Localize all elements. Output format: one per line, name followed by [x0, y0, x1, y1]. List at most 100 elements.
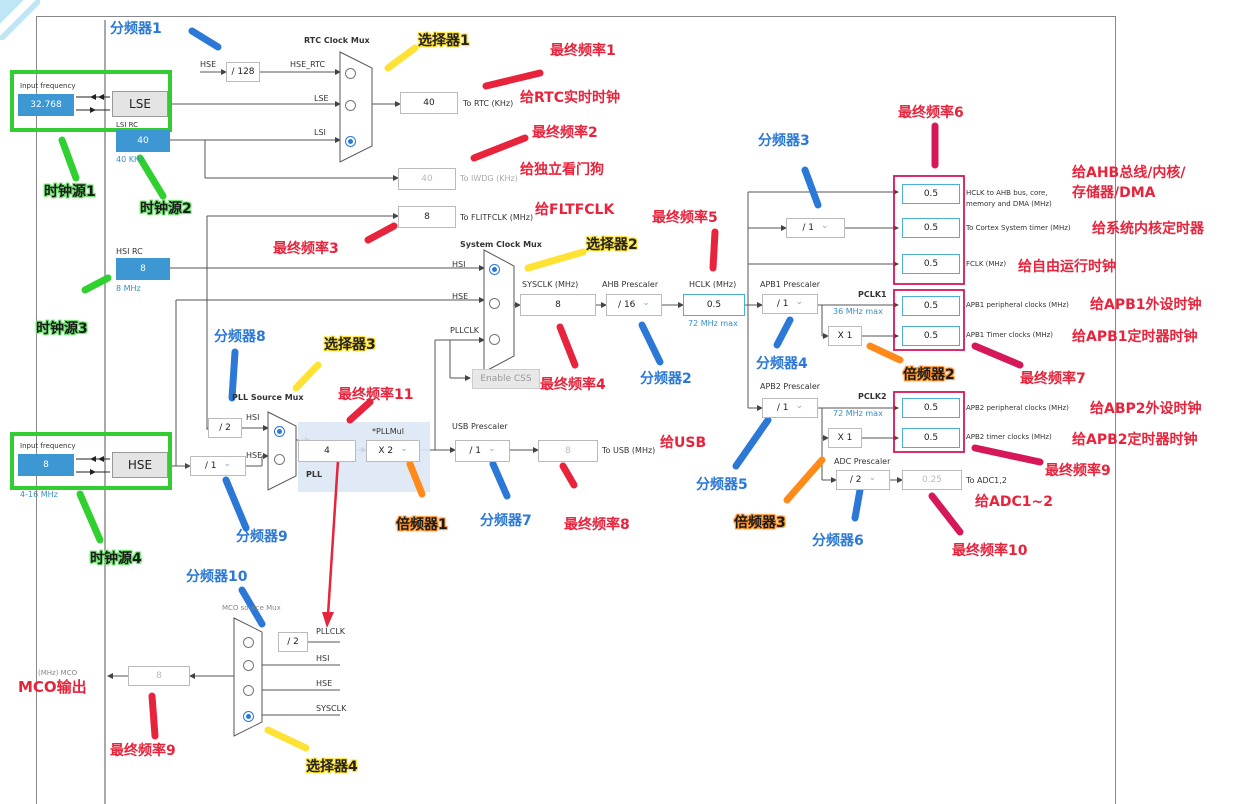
pclk2-max: 72 MHz max — [833, 409, 883, 418]
lsi-label: LSI — [314, 128, 326, 137]
annotation-src3: 时钟源3 — [36, 321, 88, 337]
annotation-sel3: 选择器3 — [324, 337, 376, 353]
flitf-output-label: To FLITFCLK (MHz) — [460, 213, 534, 222]
fclk-output-label: FCLK (MHz) — [966, 260, 1007, 268]
annotation-fin9-right: 最终频率9 — [1045, 463, 1111, 479]
hclk-max: 72 MHz max — [688, 319, 738, 328]
sys-mux-radio-pllclk[interactable] — [489, 334, 500, 345]
hse-prediv-select[interactable]: / 1 — [190, 456, 246, 476]
annotation-div5: 分频器5 — [696, 477, 748, 493]
mco-source-title: MCO source Mux — [222, 604, 281, 612]
lsi-rc-unit: 40 KHz — [116, 155, 145, 164]
mco-hse-label: HSE — [316, 679, 333, 688]
hclk-input[interactable]: 0.5 — [683, 294, 745, 316]
adc-prescaler-title: ADC Prescaler — [834, 457, 891, 466]
iwdg-value: 40 — [398, 168, 456, 190]
annotation-mul1: 倍频器1 — [396, 517, 448, 533]
cortex-output-label: To Cortex System timer (MHz) — [966, 224, 1071, 232]
mco-output-label: (MHz) MCO — [38, 669, 78, 677]
corner-decoration — [0, 0, 40, 40]
iwdg-output-label: To IWDG (KHz) — [460, 174, 518, 183]
apb2-prescaler-select[interactable]: / 1 — [762, 398, 818, 418]
hse-block: HSE — [112, 452, 168, 478]
annotation-div3: 分频器3 — [758, 133, 810, 149]
hsi-rc-value: 8 — [116, 258, 170, 280]
annotation-fltf: 给FLTFCLK — [535, 202, 615, 218]
apb2-prescaler-title: APB2 Prescaler — [760, 382, 821, 391]
rtc-mux-radio-lsi[interactable] — [345, 136, 356, 147]
cortex-output-value: 0.5 — [902, 218, 960, 238]
pll-source-radio-hsi[interactable] — [274, 426, 285, 437]
mco-hsi-label: HSI — [316, 654, 330, 663]
hclk-output-value: 0.5 — [902, 184, 960, 204]
sys-mux-radio-hsi[interactable] — [489, 264, 500, 275]
annotation-to-ahb-1: 给AHB总线/内核/ — [1072, 165, 1186, 181]
mco-value: 8 — [128, 666, 190, 686]
rtc-mux-radio-lse[interactable] — [345, 100, 356, 111]
ahb-prescaler-select[interactable]: / 16 — [606, 294, 662, 316]
annotation-div4: 分频器4 — [756, 356, 808, 372]
annotation-fin5: 最终频率5 — [652, 210, 718, 226]
pll-hsi-divider: / 2 — [208, 418, 242, 438]
annotation-to-systick: 给系统内核定时器 — [1092, 221, 1204, 237]
hse-label: HSE — [200, 60, 217, 69]
pclk1-max: 36 MHz max — [833, 307, 883, 316]
hsi-rc-unit: 8 MHz — [116, 284, 141, 293]
apb1-prescaler-title: APB1 Prescaler — [760, 280, 821, 289]
mco-radio-sysclk[interactable] — [243, 711, 254, 722]
rtc-output-label: To RTC (KHz) — [463, 99, 514, 108]
flitf-value: 8 — [398, 206, 456, 228]
usb-output-label: To USB (MHz) — [602, 446, 656, 455]
annotation-sel2: 选择器2 — [586, 237, 638, 253]
annotation-mul2: 倍频器2 — [903, 367, 955, 383]
lse-block: LSE — [112, 91, 168, 117]
hclk-output-label: HCLK to AHB bus, core, memory and DMA (M… — [966, 189, 1052, 208]
annotation-fin9: 最终频率9 — [110, 743, 176, 759]
sysclk-title: SYSCLK (MHz) — [522, 280, 579, 289]
sys-mux-radio-hse[interactable] — [489, 298, 500, 309]
mco-radio-pllclk[interactable] — [243, 637, 254, 648]
annotation-fin7: 最终频率7 — [1020, 371, 1086, 387]
annotation-fin2: 最终频率2 — [532, 125, 598, 141]
hse-unit: 4-16 MHz — [20, 490, 58, 499]
pllmul-title: *PLLMul — [372, 427, 404, 436]
annotation-src1: 时钟源1 — [44, 184, 96, 200]
annotation-div1: 分频器1 — [110, 21, 162, 37]
left-bus-line — [36, 16, 37, 804]
lsi-rc-value: 40 — [116, 130, 170, 152]
apb2-timer-value: 0.5 — [902, 428, 960, 448]
ahb-prescaler-title: AHB Prescaler — [602, 280, 659, 289]
rtc-divider[interactable]: / 128 — [226, 62, 260, 82]
usb-prescaler-select[interactable]: / 1 — [455, 440, 510, 462]
annotation-to-apb1p: 给APB1外设时钟 — [1090, 297, 1202, 313]
enable-css-button[interactable]: Enable CSS — [472, 369, 540, 389]
annotation-div6: 分频器6 — [812, 533, 864, 549]
annotation-src4: 时钟源4 — [90, 551, 142, 567]
pll-source-radio-hse[interactable] — [274, 454, 285, 465]
lse-label: LSE — [314, 94, 329, 103]
pll-hsi-label: HSI — [246, 413, 260, 422]
annotation-to-apb2p: 给ABP2外设时钟 — [1090, 401, 1202, 417]
hclk-title: HCLK (MHz) — [689, 280, 737, 289]
rtc-mux-radio-hse[interactable] — [345, 68, 356, 79]
annotation-to-fclk: 给自由运行时钟 — [1018, 259, 1116, 275]
rtc-value: 40 — [400, 92, 458, 114]
apb1-prescaler-select[interactable]: / 1 — [762, 294, 818, 314]
apb2-timer-label: APB2 timer clocks (MHz) — [966, 433, 1052, 441]
adc-value: 0.25 — [902, 470, 962, 490]
sysclk-value: 8 — [520, 294, 596, 316]
annotation-fin11: 最终频率11 — [338, 387, 414, 403]
mco-radio-hse[interactable] — [243, 685, 254, 696]
cortex-divider-select[interactable]: / 1 — [786, 218, 845, 238]
hse-input-field[interactable]: 8 — [18, 454, 74, 476]
apb2-periph-label: APB2 peripheral clocks (MHz) — [966, 404, 1069, 412]
apb1-timer-label: APB1 Timer clocks (MHz) — [966, 331, 1054, 339]
annotation-to-rtc: 给RTC实时时钟 — [520, 90, 620, 106]
mco-radio-hsi[interactable] — [243, 660, 254, 671]
lse-input-field[interactable]: 32.768 — [18, 94, 74, 116]
pllmul-select[interactable]: X 2 — [366, 440, 420, 462]
apb1-periph-value: 0.5 — [902, 296, 960, 316]
annotation-fin4: 最终频率4 — [540, 377, 606, 393]
annotation-to-iwdg: 给独立看门狗 — [520, 162, 604, 178]
adc-prescaler-select[interactable]: / 2 — [836, 470, 890, 490]
